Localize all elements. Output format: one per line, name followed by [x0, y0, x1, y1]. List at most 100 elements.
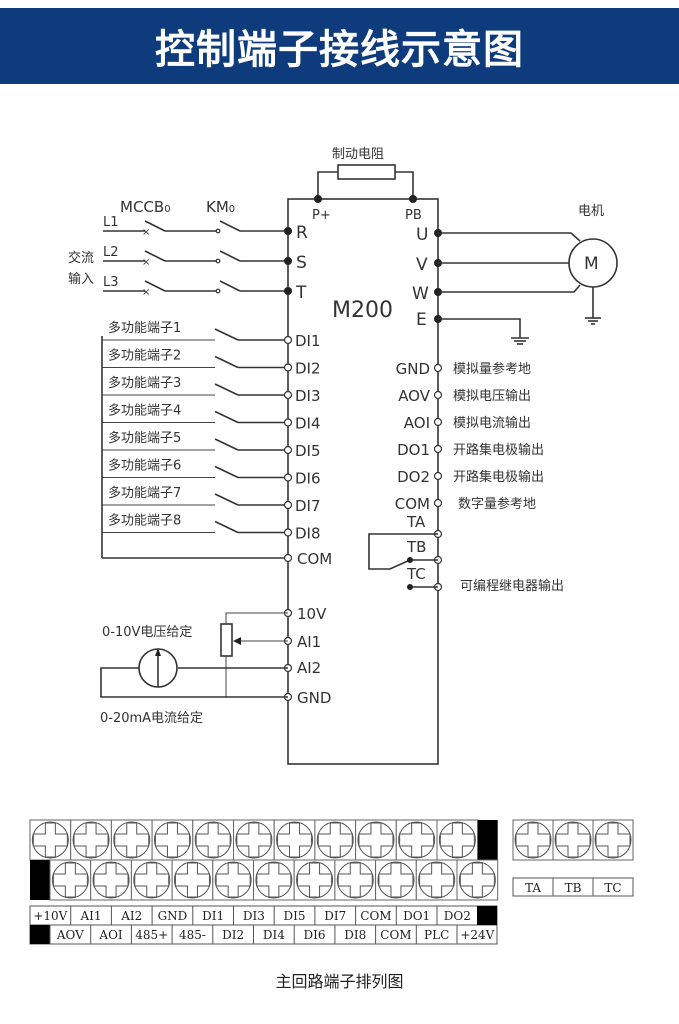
page-title: 控制端子接线示意图: [155, 27, 524, 73]
screw-icon: [554, 821, 592, 859]
di-terminal-label: DI5: [295, 442, 321, 460]
voltage-setting-label: 0-10V电压给定: [102, 625, 192, 640]
strip-label-bottom: DI8: [344, 928, 366, 942]
terminal-v: V: [416, 255, 428, 275]
terminal-p-plus: [314, 195, 322, 203]
screw-icon: [51, 861, 89, 899]
label-p-plus: P+: [312, 208, 331, 223]
output-description: 模拟量参考地: [453, 361, 531, 377]
output-terminal-label: GND: [396, 360, 430, 378]
label-tb: TB: [406, 538, 426, 556]
screw-icon: [92, 861, 130, 899]
label-gnd-left: GND: [297, 689, 331, 707]
di-function-label: 多功能端子3: [108, 375, 181, 391]
output-terminal-label: COM: [395, 495, 430, 513]
current-arrow-icon: [155, 648, 161, 656]
terminal-u: U: [416, 225, 428, 245]
relay-strip-label: TC: [604, 881, 621, 895]
label-pb: PB: [405, 208, 422, 223]
label-tc: TC: [406, 565, 426, 583]
screw-icon: [357, 821, 395, 859]
phase-line-l2: L2 ×: [103, 245, 292, 268]
di-terminal-label: DI4: [295, 415, 321, 433]
terminal-di2: [283, 363, 293, 372]
motor-label: 电机: [578, 204, 604, 219]
screw-icon: [214, 861, 252, 899]
strip-label-bottom: DI4: [263, 928, 285, 942]
strip-label-top: GND: [158, 909, 188, 923]
strip-label-bottom: AOV: [56, 928, 84, 942]
di-function-label: 多功能端子2: [108, 348, 181, 364]
svg-text:×: ×: [142, 257, 150, 268]
screw-icon: [514, 821, 552, 859]
output-description: 开路集电极输出: [453, 442, 544, 458]
ac-input-label-1: 交流: [68, 250, 94, 266]
di-function-label: 多功能端子8: [108, 513, 181, 529]
screw-icon: [316, 821, 354, 859]
svg-text:×: ×: [142, 227, 150, 238]
svg-text:L2: L2: [103, 245, 119, 260]
screw-icon: [377, 861, 415, 899]
strip-label-bottom: PLC: [424, 928, 449, 942]
terminal-r: R: [296, 223, 308, 243]
strip-label-top: DI1: [202, 909, 224, 923]
label-com-left: COM: [297, 550, 332, 568]
di-function-label: 多功能端子5: [108, 430, 181, 446]
terminal-di1: [283, 335, 293, 345]
screw-icon: [153, 821, 191, 859]
strip-label-bottom: +24V: [460, 928, 494, 942]
relay-label: 可编程继电器输出: [460, 578, 564, 594]
relay-strip-label: TA: [525, 881, 541, 895]
ground-icon: [585, 317, 601, 325]
output-com: COM 数字量参考地: [395, 495, 536, 513]
motor-m-label: M: [584, 254, 599, 274]
di-terminal-label: DI6: [295, 470, 321, 488]
screw-icon: [276, 821, 314, 859]
strip-label-top: COM: [360, 909, 391, 923]
ac-input-label-2: 输入: [68, 271, 94, 287]
terminal-di5: [283, 445, 293, 455]
svg-text:L3: L3: [103, 275, 119, 290]
screw-icon: [255, 861, 293, 899]
screw-icon: [398, 821, 436, 859]
strip-label-bottom: DI2: [222, 928, 244, 942]
svg-text:×: ×: [142, 287, 150, 298]
di-function-label: 多功能端子6: [108, 458, 181, 474]
brake-resistor: [337, 164, 396, 180]
header-banner: 控制端子接线示意图: [0, 8, 679, 84]
label-ai1: AI1: [297, 633, 321, 651]
screw-icon: [438, 821, 476, 859]
strip-label-top: DO1: [403, 909, 430, 923]
screw-icon: [594, 821, 632, 859]
strip-label-bottom: AOI: [98, 928, 123, 942]
terminal-di8: [283, 528, 293, 537]
output-description: 数字量参考地: [458, 496, 536, 512]
strip-label-bottom: 485-: [179, 928, 206, 942]
terminal-t: T: [295, 283, 307, 303]
strip-label-top: DI7: [324, 909, 346, 923]
strip-label-top: DI3: [243, 909, 265, 923]
screw-icon: [113, 821, 151, 859]
output-description: 开路集电极输出: [453, 469, 544, 485]
ground-icon: [511, 337, 529, 345]
di-function-label: 多功能端子7: [108, 485, 181, 501]
screw-icon: [296, 861, 334, 899]
screw-icon: [72, 821, 110, 859]
phase-line-l3: L3 ×: [103, 275, 292, 298]
label-ai2: AI2: [297, 659, 321, 677]
current-setting-label: 0-20mA电流给定: [100, 711, 203, 726]
km-label: KM0: [206, 198, 235, 216]
terminal-w: W: [412, 284, 429, 304]
screw-icon: [31, 821, 69, 859]
